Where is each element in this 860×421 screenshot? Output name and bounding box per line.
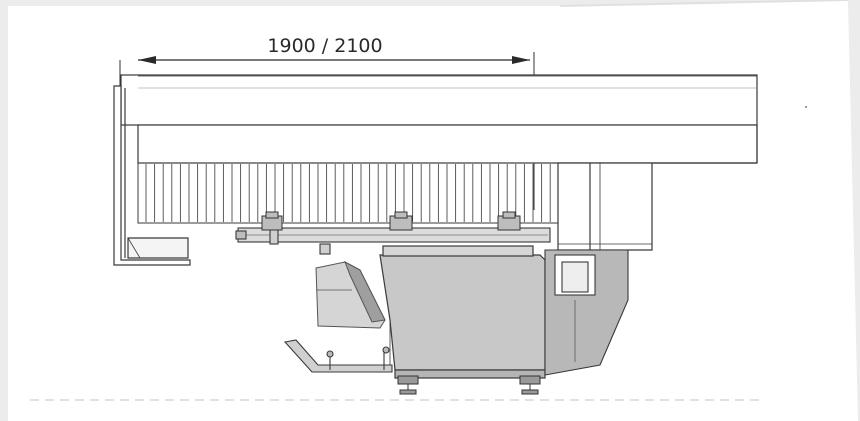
support-arm: [283, 339, 393, 373]
rail-clamps: [261, 211, 521, 231]
right-frame: [557, 125, 758, 251]
carriage-body: [379, 245, 546, 379]
top-beam: [120, 74, 758, 164]
dimension-line: 1900 / 2100: [119, 35, 535, 210]
leveling-feet: [397, 375, 541, 395]
left-end-frame: [113, 85, 191, 266]
saw-guard: [315, 260, 386, 329]
panel-shadow-edge: [559, 0, 849, 7]
machine-side-block: [544, 249, 629, 376]
drawing-dot: [805, 106, 807, 108]
dimension-label: 1900 / 2100: [267, 35, 382, 57]
